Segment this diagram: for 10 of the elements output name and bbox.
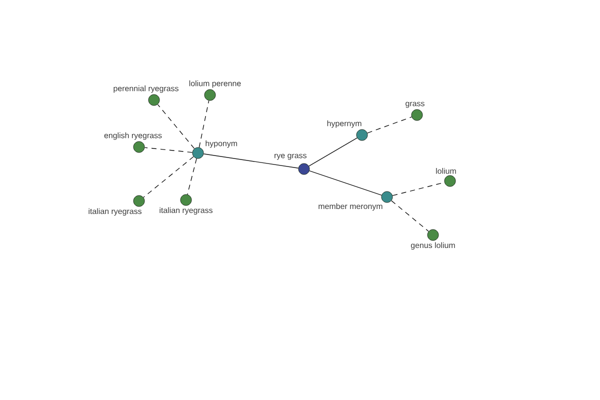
connector-line — [144, 147, 193, 153]
connector-line — [391, 200, 429, 232]
connector-line — [187, 158, 197, 195]
connector-line — [308, 138, 358, 166]
connector-line — [367, 116, 412, 134]
connector-line — [143, 156, 194, 198]
connector-line — [309, 170, 382, 196]
connector-line — [198, 100, 210, 148]
connector-line — [203, 154, 299, 168]
connector-line — [157, 104, 195, 149]
